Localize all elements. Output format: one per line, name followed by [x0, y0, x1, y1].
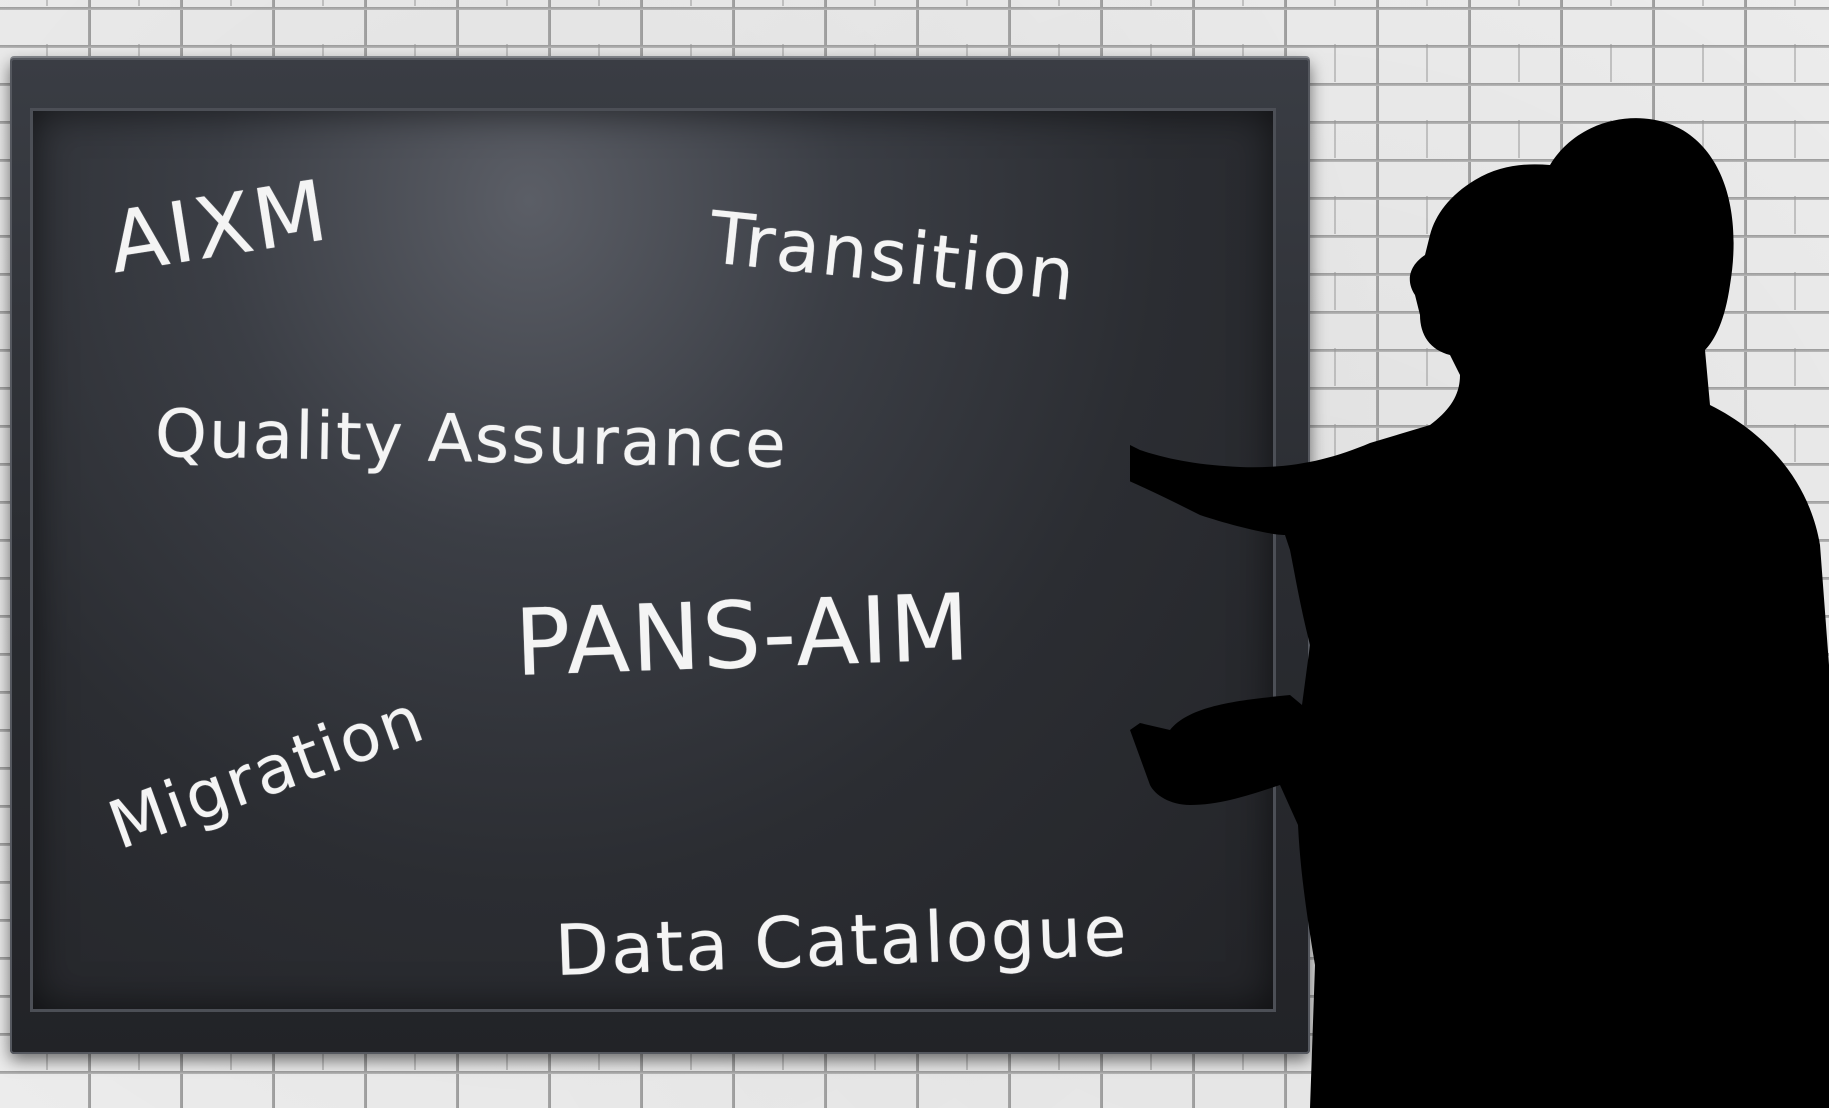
word-pans-aim: PANS-AIM — [513, 574, 973, 697]
chalkboard-frame — [10, 58, 1310, 1054]
word-quality-assurance: Quality Assurance — [154, 395, 789, 484]
chalkboard-surface — [30, 108, 1276, 1012]
presenter-silhouette-icon — [1130, 118, 1829, 1108]
